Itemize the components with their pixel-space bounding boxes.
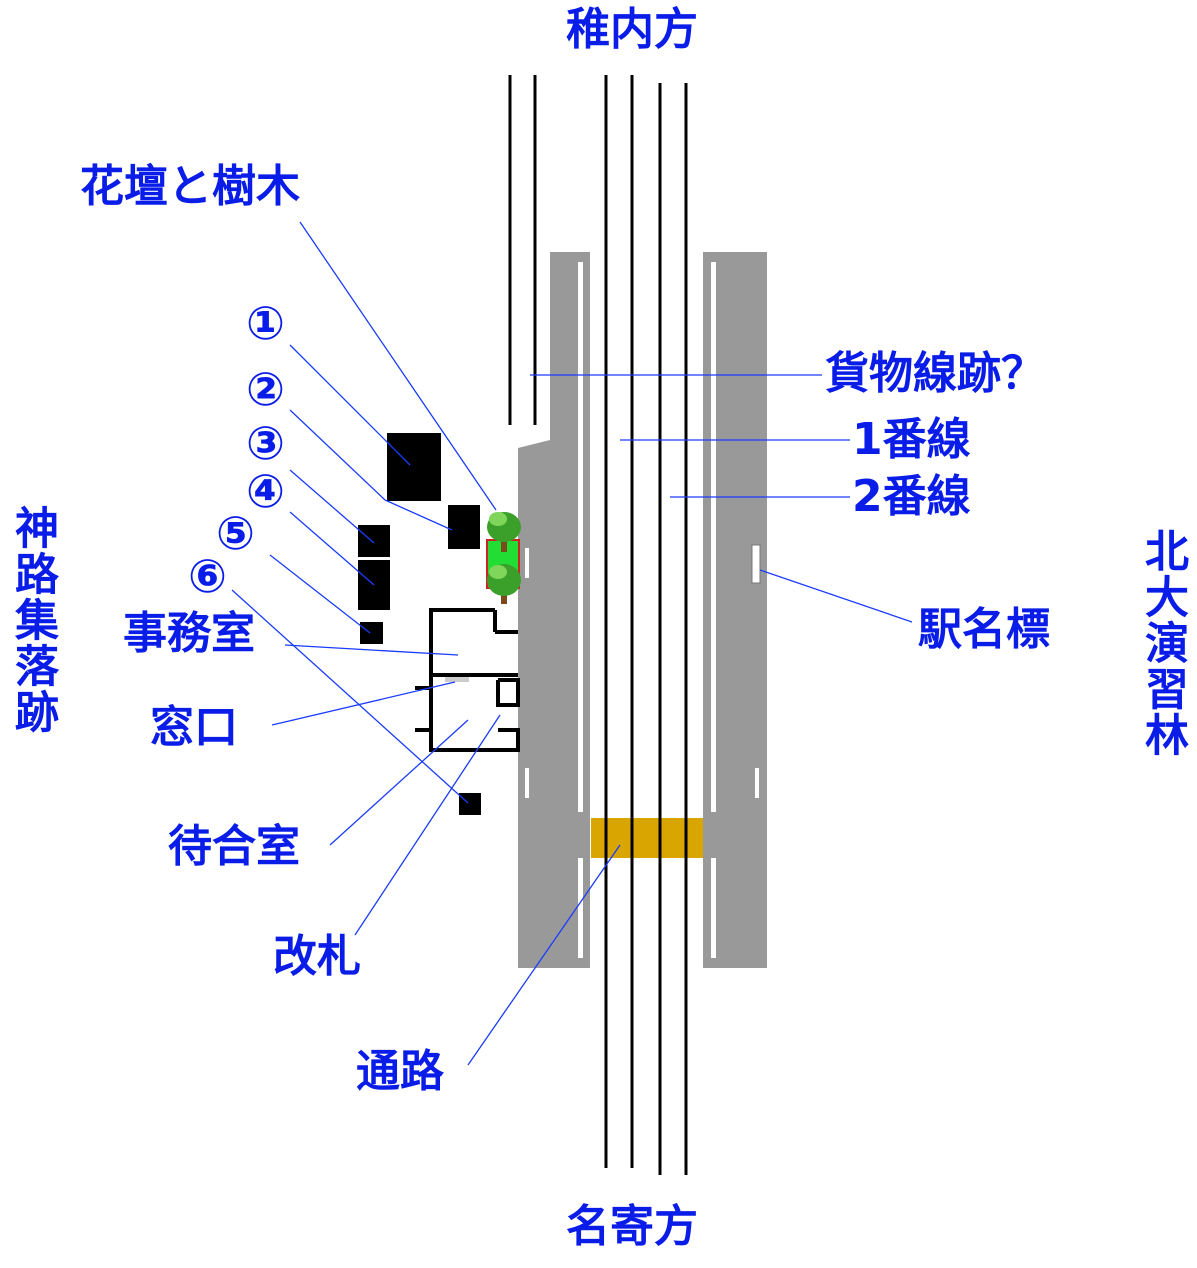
facility-6: [459, 793, 481, 815]
facility-2: [448, 505, 480, 549]
waiting-room-label: 待合室: [168, 821, 300, 872]
platform-east-stripe: [711, 858, 716, 958]
leader-sign: [759, 569, 913, 623]
north-direction-label: 稚内方: [566, 4, 698, 55]
leader-waiting: [329, 719, 469, 846]
platform-east-mark: [755, 768, 759, 798]
platform-west-mark: [525, 548, 529, 578]
track-1-label: 1番線: [852, 414, 971, 465]
marker-4-label: ④: [246, 464, 285, 518]
leader-n3: [289, 469, 375, 544]
south-direction-label: 名寄方: [566, 1201, 698, 1252]
facility-3: [358, 525, 390, 557]
ticket-gate-label: 改札: [273, 931, 361, 982]
platform-west-mark: [525, 768, 529, 798]
leader-lines: [231, 221, 913, 1066]
marker-3-label: ③: [246, 416, 285, 470]
window-label: 窓口: [150, 702, 238, 753]
passage-label: 通路: [356, 1046, 444, 1097]
track-2-label: 2番線: [852, 471, 971, 522]
platform-west-stripe: [578, 262, 583, 812]
marker-6-label: ⑥: [188, 549, 227, 603]
platform-west-stripe: [578, 858, 583, 958]
east-area-label: 北大演習林: [1137, 528, 1188, 758]
leader-n2: [289, 409, 386, 501]
platforms: [518, 252, 767, 968]
leader-n4: [289, 511, 375, 586]
leader-flowerbed: [299, 221, 497, 511]
station-sign-label: 駅名標: [918, 604, 1050, 655]
marker-1-label: ①: [246, 296, 285, 350]
marker-5-label: ⑤: [216, 506, 255, 560]
facility-5: [360, 622, 383, 644]
office-label: 事務室: [123, 608, 255, 659]
west-area-label: 神路集落跡: [7, 505, 58, 735]
tree-icon: [487, 564, 521, 604]
leader-n1: [289, 344, 411, 466]
freight-line-label: 貨物線跡？: [825, 348, 1045, 399]
track-crossing-passage: [591, 818, 703, 858]
leader-window: [271, 681, 456, 726]
facilities: [358, 433, 481, 815]
leader-n5: [269, 554, 371, 634]
leader-gate: [354, 714, 501, 936]
station-building: [415, 608, 520, 752]
leader-n6: [231, 589, 469, 804]
tracks: [508, 75, 688, 1175]
facility-1: [387, 433, 441, 501]
leader-passage: [467, 844, 621, 1066]
platform-east-stripe: [711, 262, 716, 812]
platform-west: [518, 252, 590, 968]
station-sign-board: [751, 544, 761, 584]
tree-icon: [487, 512, 521, 552]
leader-office: [284, 644, 459, 656]
marker-2-label: ②: [246, 362, 285, 416]
flowerbed-label: 花壇と樹木: [80, 161, 300, 212]
leader-n2b: [384, 499, 453, 531]
ticket-window: [445, 677, 469, 682]
